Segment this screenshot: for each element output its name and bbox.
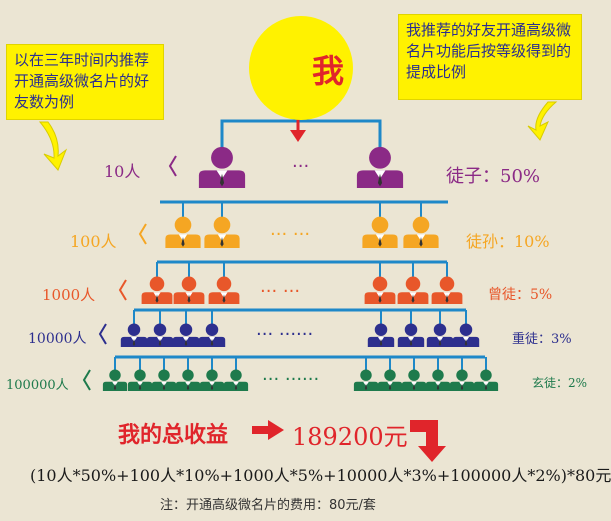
earnings-arrow-head [268, 420, 284, 440]
me-label: 我 [312, 52, 345, 90]
person-icon-level-3 [141, 276, 173, 304]
person-icon-level-4 [367, 323, 395, 347]
person-icon-level-4 [146, 323, 174, 347]
person-icon-level-5 [425, 369, 451, 391]
ellipsis-level-1: ··· [292, 156, 309, 177]
me-circle [249, 16, 353, 120]
person-icon-level-4 [452, 323, 480, 347]
level-3-count: 1000人 [42, 286, 96, 304]
level-2-rate: 徒孙：10% [466, 232, 550, 251]
level-3-rate: 曾徒：5% [488, 287, 553, 303]
person-icon-level-4 [397, 323, 425, 347]
person-icon-level-3 [364, 276, 396, 304]
chevron-icon-level-5 [82, 369, 91, 391]
arrow-head [290, 130, 306, 142]
connector-level-1 [220, 119, 382, 150]
level-4-count: 10000人 [28, 331, 87, 347]
person-icon-level-2 [403, 216, 439, 248]
person-icon-level-4 [172, 323, 200, 347]
formula-arrow [410, 420, 446, 462]
person-icon-level-5 [127, 369, 153, 391]
person-icon-level-3 [397, 276, 429, 304]
right-callout: 我推荐的好友开通高级微名片功能后按等级得到的提成比例 [398, 14, 582, 100]
callout-arrow-left [38, 121, 68, 171]
ellipsis-level-2: ··· ··· [270, 224, 310, 245]
person-icon-level-5 [377, 369, 403, 391]
level-2-count: 100人 [70, 232, 117, 251]
earnings-label: 我的总收益 [118, 423, 229, 448]
level-1-count: 10人 [104, 162, 141, 181]
person-icon-level-5 [151, 369, 177, 391]
level-4-rate: 重徒：3% [512, 332, 572, 347]
person-icon-level-4 [198, 323, 226, 347]
person-icon-level-5 [353, 369, 379, 391]
person-icon-level-3 [208, 276, 240, 304]
callout-arrow-right [527, 101, 558, 141]
level-5-rate: 玄徒：2% [532, 376, 588, 390]
level-1-rate: 徒子：50% [446, 166, 541, 187]
person-icon-level-1 [356, 146, 404, 188]
person-icon-level-5 [401, 369, 427, 391]
person-icon-level-5 [223, 369, 249, 391]
person-icon-level-4 [120, 323, 148, 347]
person-icon-level-4 [426, 323, 454, 347]
person-icon-level-3 [173, 276, 205, 304]
chevron-icon-level-1 [168, 155, 177, 177]
earnings-arrow-shaft [252, 426, 270, 434]
chevron-icon-level-2 [138, 223, 147, 245]
chevron-icon-level-4 [98, 323, 107, 345]
formula: (10人*50%+100人*10%+1000人*5%+10000人*3%+100… [30, 466, 611, 485]
ellipsis-level-5: ··· ······ [262, 369, 319, 390]
person-icon-level-2 [362, 216, 398, 248]
left-callout: 以在三年时间内推荐开通高级微名片的好友数为例 [6, 44, 164, 120]
person-icon-level-2 [165, 216, 201, 248]
person-icon-level-5 [449, 369, 475, 391]
chevron-icon-level-3 [118, 279, 127, 301]
earnings-value: 189200元 [292, 423, 408, 451]
person-icon-level-5 [175, 369, 201, 391]
person-icon-level-5 [102, 369, 128, 391]
level-5-count: 100000人 [6, 378, 69, 393]
person-icon-level-5 [473, 369, 499, 391]
person-icon-level-2 [204, 216, 240, 248]
person-icon-level-1 [198, 146, 246, 188]
ellipsis-level-3: ··· ··· [260, 281, 300, 302]
person-icon-level-5 [199, 369, 225, 391]
ellipsis-level-4: ··· ······ [256, 324, 313, 345]
person-icon-level-3 [431, 276, 463, 304]
footnote: 注：开通高级微名片的费用：80元/套 [160, 498, 376, 513]
